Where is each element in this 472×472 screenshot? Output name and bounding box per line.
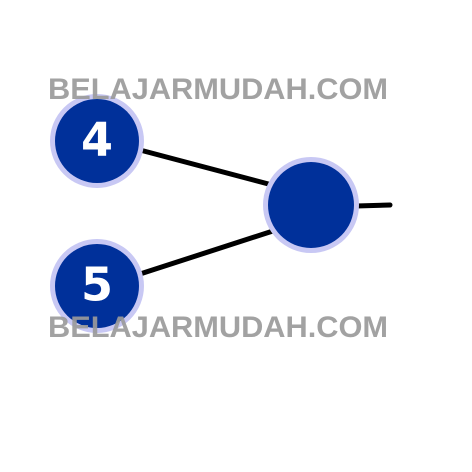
node-input-4: 4 [50, 94, 144, 188]
node-sum [263, 157, 359, 253]
watermark-top: BELAJARMUDAH.COM [48, 73, 388, 106]
edge-4-to-sum [137, 147, 279, 189]
node-label-4: 4 [81, 113, 113, 167]
edge-sum-to-output [353, 202, 393, 209]
node-input-5: 5 [50, 239, 144, 333]
edge-5-to-sum [137, 227, 279, 277]
node-label-5: 5 [81, 258, 113, 312]
watermark-bottom: BELAJARMUDAH.COM [48, 311, 388, 344]
